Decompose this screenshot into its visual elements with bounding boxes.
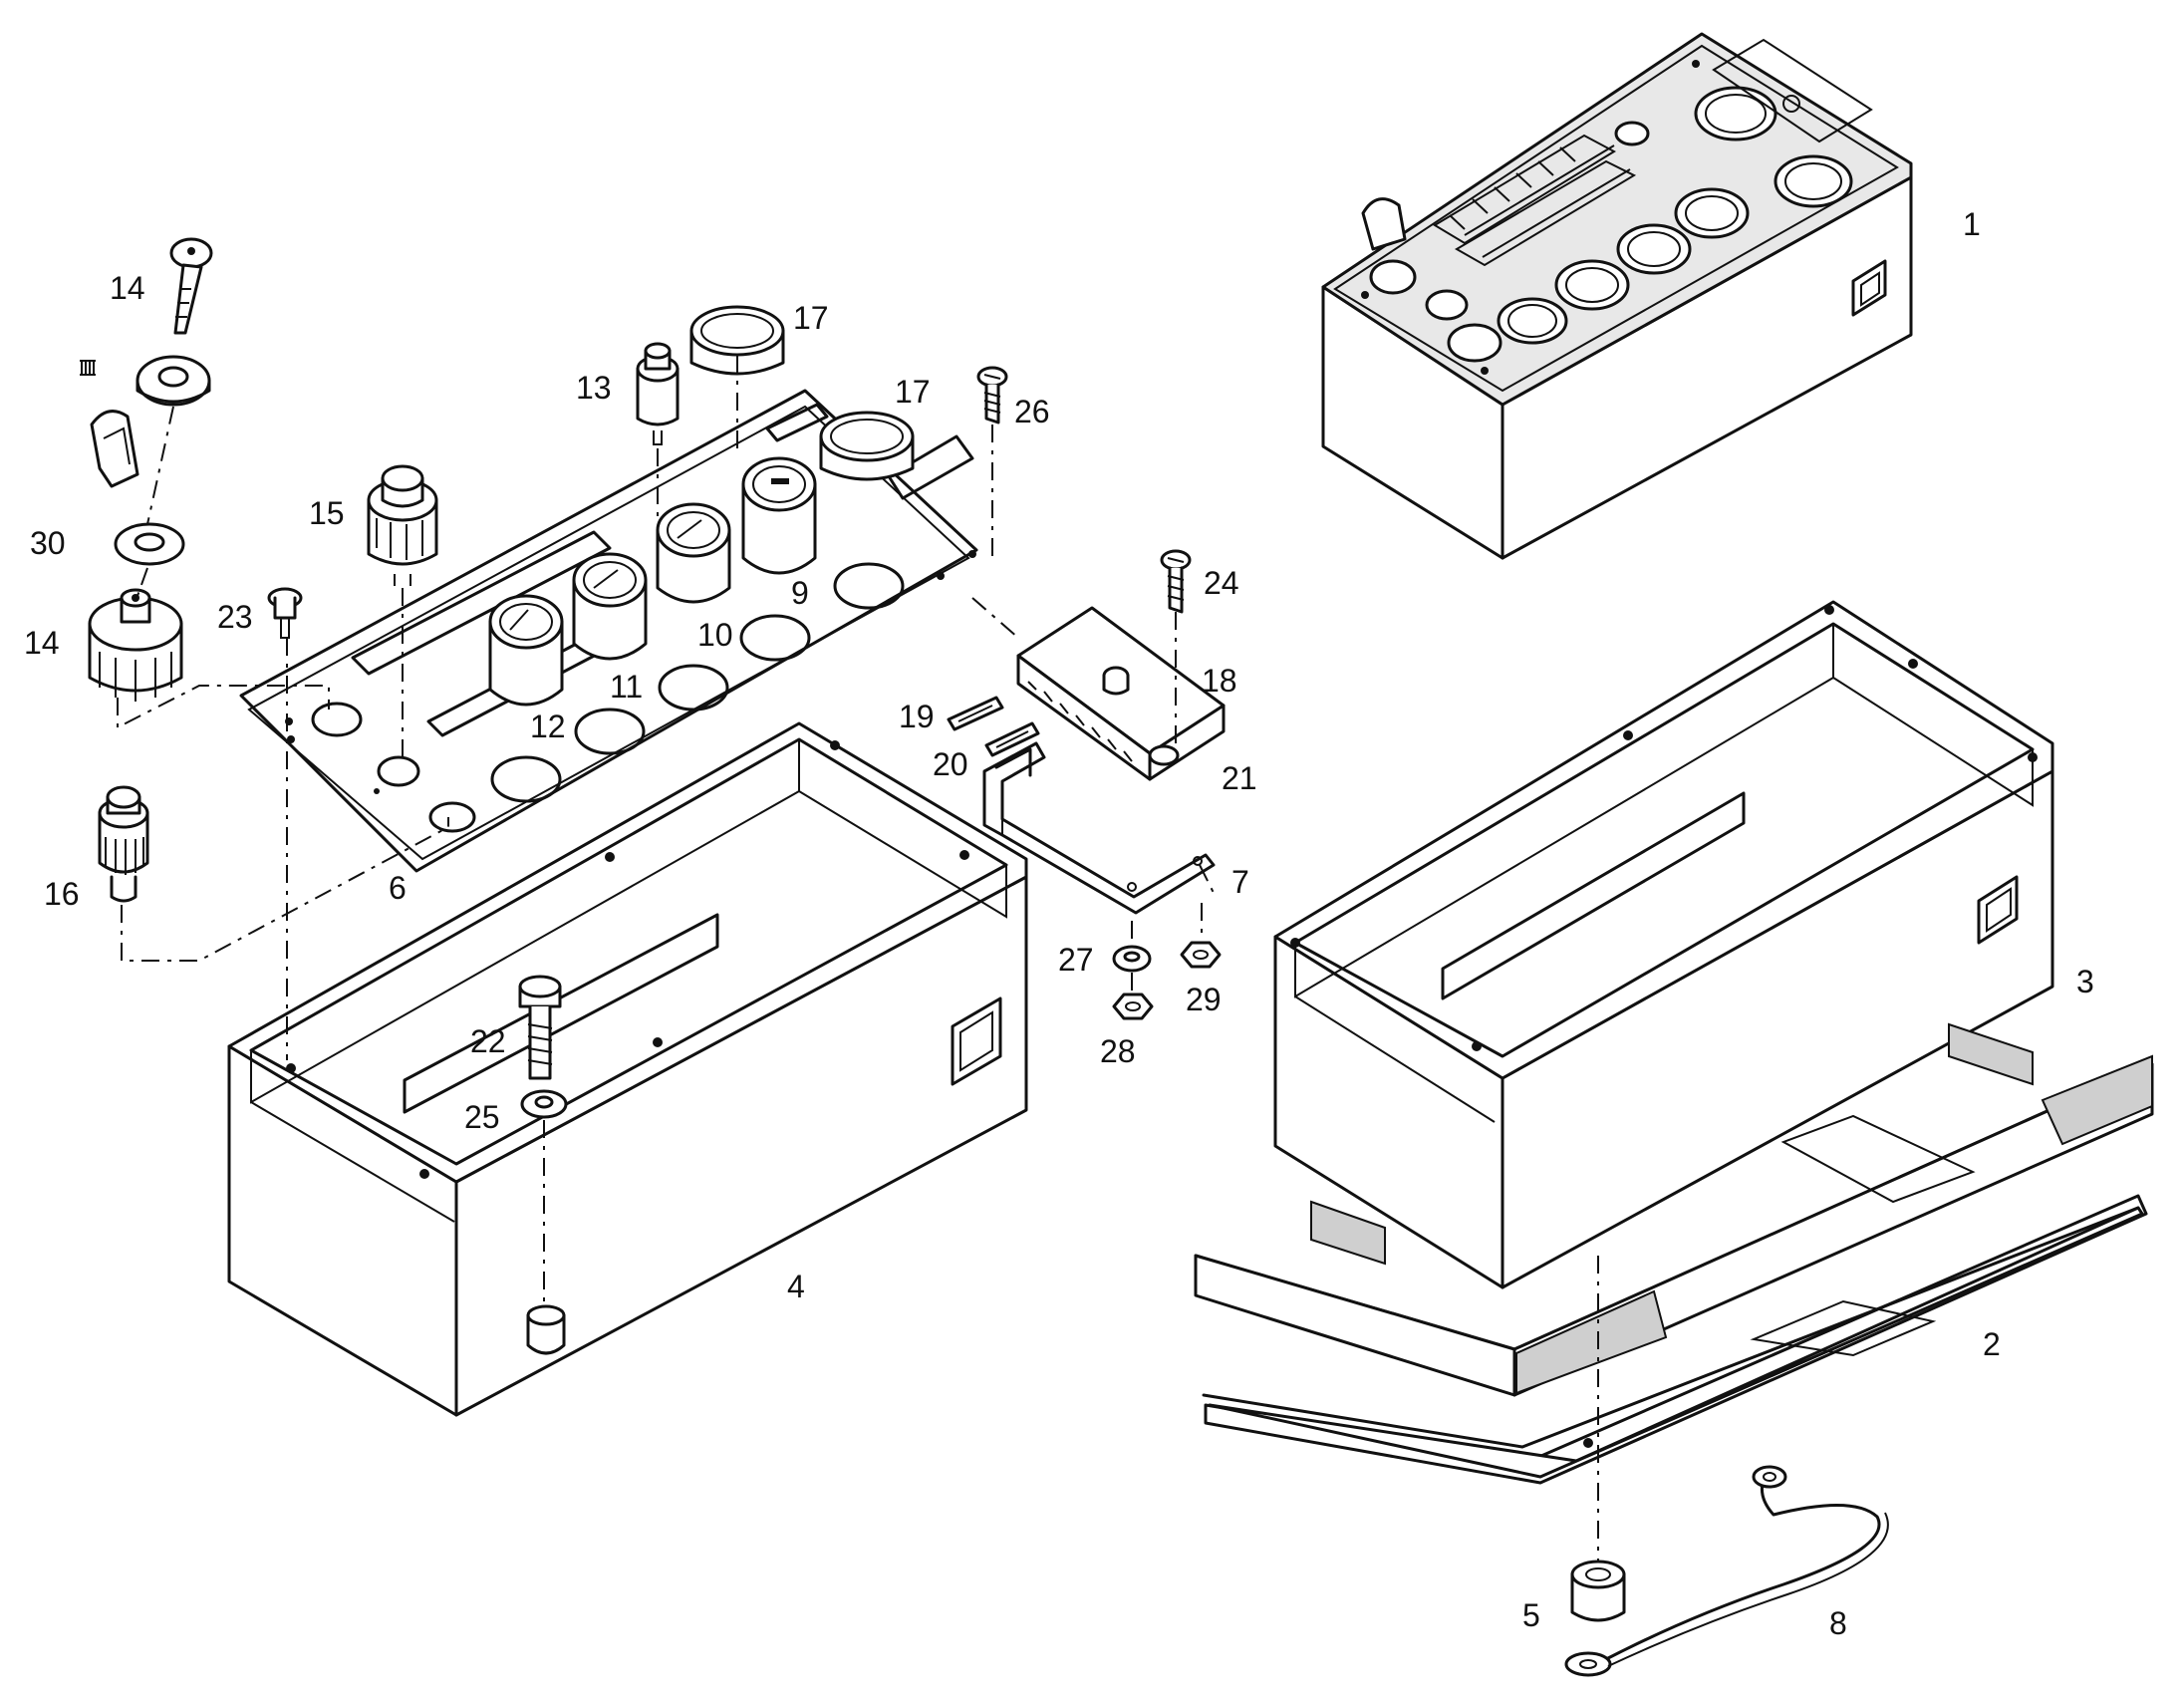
empty-console-housing — [1273, 600, 2054, 1289]
nut-28 — [1112, 993, 1154, 1020]
gauge-11 — [572, 552, 648, 661]
label-part-16: 16 — [44, 876, 80, 912]
lower-console-housing — [227, 721, 1028, 1417]
warning-lamp-13 — [636, 342, 680, 445]
nut-29 — [1180, 941, 1222, 969]
switch-bank — [1433, 134, 1637, 267]
blank-plug-17b — [819, 411, 915, 481]
grommet-5 — [1564, 1560, 1626, 1677]
ignition-switch-14 — [88, 588, 183, 702]
fuse-19 — [947, 696, 1004, 731]
label-part-26: 26 — [1014, 394, 1050, 429]
assembly-lines — [117, 355, 1599, 1561]
label-part-14-key: 14 — [110, 270, 145, 306]
label-part-2: 2 — [1983, 1326, 2001, 1362]
label-part-19: 19 — [899, 699, 935, 734]
gauge-10 — [656, 502, 731, 604]
label-part-23: 23 — [217, 599, 253, 635]
label-part-12: 12 — [530, 709, 566, 744]
ignition-key-14 — [169, 237, 213, 335]
fuse-box-18 — [1016, 606, 1226, 781]
label-part-7: 7 — [1231, 864, 1249, 900]
label-part-29: 29 — [1186, 982, 1222, 1017]
blank-plug-17a — [689, 305, 785, 376]
push-button-16 — [98, 785, 149, 903]
screw-24 — [1160, 549, 1192, 614]
label-part-13: 13 — [576, 370, 612, 406]
label-part-22: 22 — [470, 1023, 506, 1059]
label-part-15: 15 — [309, 495, 345, 531]
label-part-17-b: 17 — [895, 374, 931, 410]
label-part-5: 5 — [1522, 1597, 1540, 1633]
washer-27 — [1112, 945, 1152, 973]
label-part-28: 28 — [1100, 1033, 1136, 1069]
label-part-9: 9 — [791, 575, 809, 611]
screw-26 — [976, 366, 1008, 425]
label-part-18: 18 — [1202, 663, 1237, 699]
label-part-6: 6 — [389, 870, 407, 906]
label-part-21: 21 — [1222, 760, 1257, 796]
bolt-22 — [518, 975, 562, 1080]
label-part-17-a: 17 — [793, 300, 829, 336]
screw-23 — [267, 587, 303, 639]
label-part-20: 20 — [933, 746, 968, 782]
base-tray — [1194, 1022, 2154, 1485]
label-part-11: 11 — [610, 669, 643, 705]
label-part-25: 25 — [464, 1099, 500, 1135]
gauge-12 — [488, 594, 564, 707]
part-labels: 1 2 3 4 5 6 7 8 9 10 11 12 13 14 14 15 1… — [24, 206, 2094, 1641]
weather-cap-30 — [90, 410, 139, 488]
cable-loop-8 — [1606, 1465, 1889, 1667]
assembled-console-unit — [1321, 32, 1913, 560]
mounting-bracket-7 — [982, 741, 1216, 915]
label-part-1: 1 — [1963, 206, 1981, 242]
label-part-4: 4 — [787, 1269, 805, 1304]
rotary-switch-15 — [367, 464, 438, 586]
label-part-27: 27 — [1058, 942, 1094, 978]
ignition-nut — [136, 355, 211, 407]
label-part-3: 3 — [2076, 964, 2094, 999]
washer-30 — [114, 522, 185, 566]
washer-25 — [520, 1089, 568, 1119]
label-part-14-switch: 14 — [24, 625, 60, 661]
spring-icon — [80, 360, 96, 376]
fuse-20 — [984, 721, 1040, 757]
label-part-24: 24 — [1204, 565, 1239, 601]
label-part-30: 30 — [30, 525, 66, 561]
label-part-8: 8 — [1829, 1605, 1847, 1641]
gauge-9 — [741, 456, 817, 575]
label-part-10: 10 — [697, 617, 733, 653]
